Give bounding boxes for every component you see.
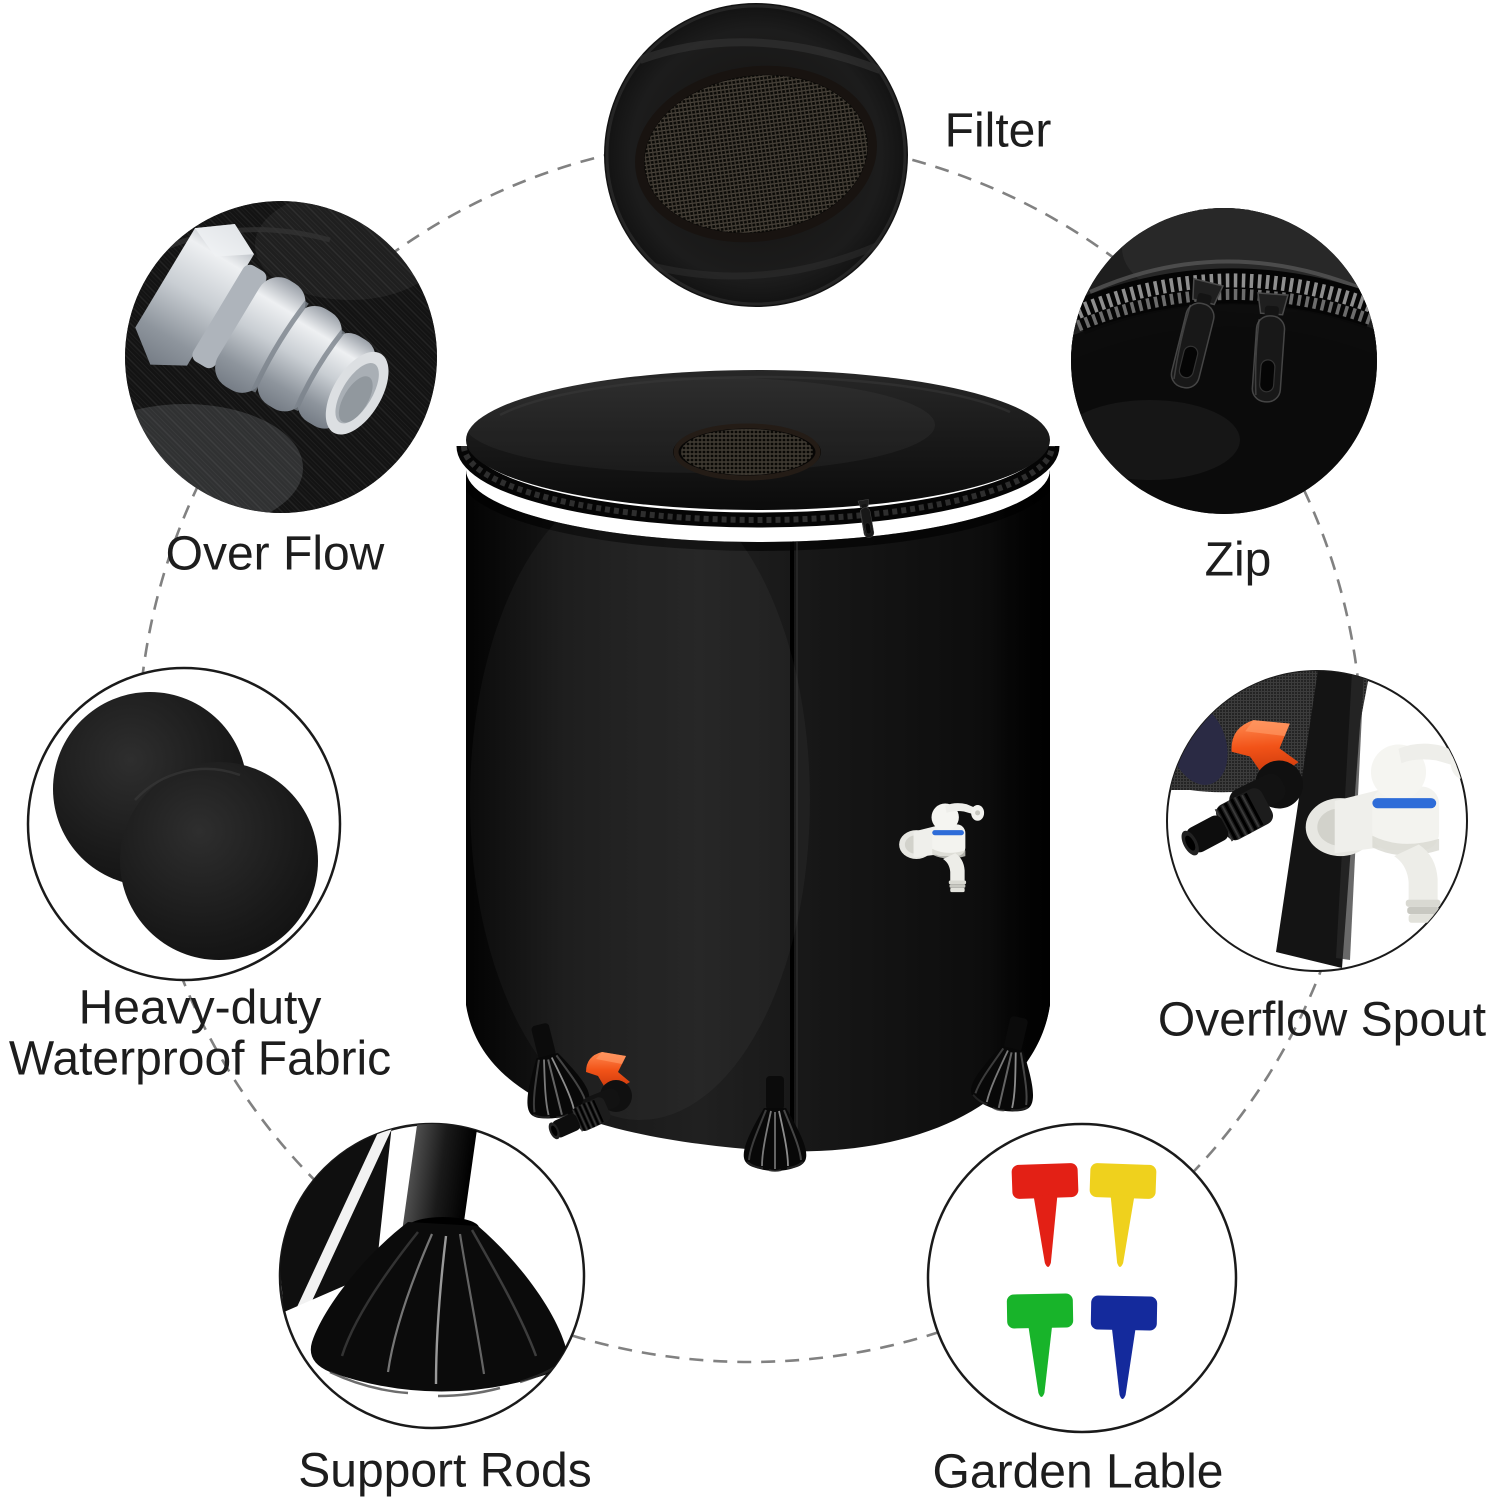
label-support-rods: Support Rods <box>298 1444 592 1498</box>
label-fabric: Heavy-duty Waterproof Fabric <box>8 981 392 1086</box>
support-rod <box>402 1124 481 1236</box>
label-overflow-spout: Overflow Spout <box>1157 993 1487 1047</box>
support-rods-photo-circle <box>278 1122 586 1430</box>
label-fabric-line1: Heavy-duty <box>78 981 322 1035</box>
fabric-photo-circle <box>26 666 342 982</box>
label-filter: Filter <box>944 104 1052 158</box>
filter-photo-circle <box>604 3 908 307</box>
label-garden-label: Garden Lable <box>932 1445 1224 1499</box>
overflow-fitting-photo-circle <box>125 201 437 513</box>
rain-barrel-photo <box>456 370 1061 1172</box>
overflow-hose-fitting <box>135 224 389 435</box>
fabric-disc-front <box>120 762 318 960</box>
zip-photo-circle <box>1071 208 1377 514</box>
garden-labels-photo-circle <box>926 1122 1238 1434</box>
overflow-spout-photo-circle <box>1166 670 1468 972</box>
lid-mesh-filter <box>673 423 821 481</box>
label-over-flow: Over Flow <box>165 527 385 581</box>
label-fabric-line2: Waterproof Fabric <box>8 1033 392 1086</box>
label-zip: Zip <box>1204 533 1272 587</box>
